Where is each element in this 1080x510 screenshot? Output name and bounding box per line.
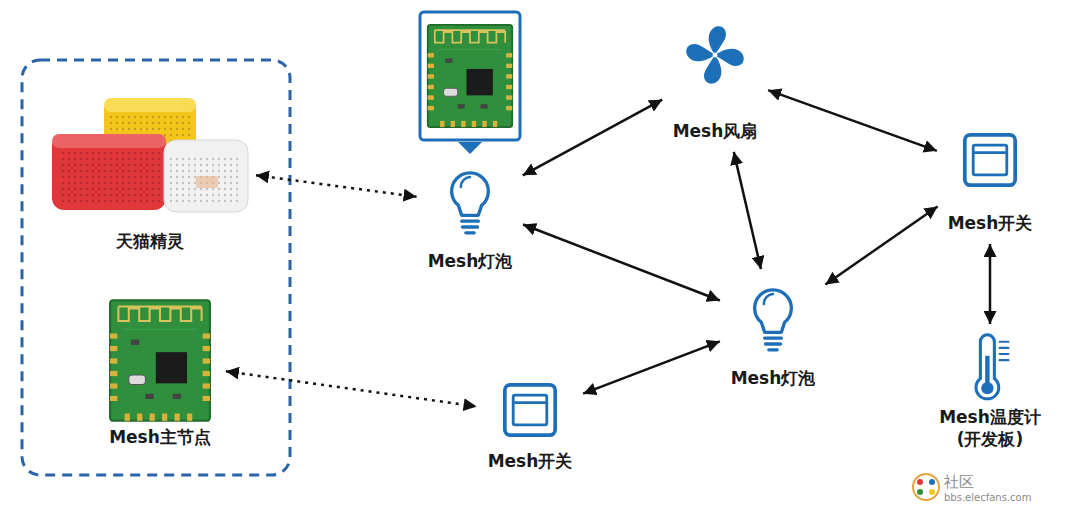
bulb-node: Mesh灯泡	[726, 275, 821, 393]
node-label: Mesh温度计 (开发板)	[931, 406, 1049, 450]
connector	[583, 341, 720, 393]
pcb-module	[110, 300, 210, 421]
node-label: 天猫精灵	[50, 230, 250, 252]
connector	[226, 371, 477, 406]
connector	[989, 244, 992, 324]
node-label: Mesh主节点	[100, 426, 220, 448]
switch-icon	[505, 385, 555, 435]
connector	[734, 152, 761, 269]
node-label: Mesh开关	[483, 450, 578, 472]
node-label: Mesh风扇	[668, 120, 763, 142]
switch-node: Mesh开关	[943, 128, 1038, 238]
gateway-node: Mesh主节点	[100, 298, 220, 452]
pcb-callout	[420, 12, 520, 154]
switch-node: Mesh开关	[483, 378, 578, 476]
bulb-icon	[755, 290, 792, 350]
smart-speakers	[52, 98, 248, 212]
thermometer-node: Mesh温度计 (开发板)	[931, 330, 1049, 454]
node-label: Mesh灯泡	[726, 367, 821, 389]
watermark-logo	[913, 474, 939, 500]
connector	[768, 90, 937, 151]
fan-icon	[686, 26, 743, 83]
watermark-url: bbs.elecfans.com	[944, 492, 1031, 503]
watermark-text: 社区	[944, 473, 974, 492]
speaker-node: 天猫精灵	[50, 92, 250, 256]
connector	[256, 175, 417, 197]
group-frame	[22, 60, 290, 475]
bulb-node: Mesh灯泡	[423, 158, 518, 276]
switch-icon	[965, 135, 1015, 185]
fan-node: Mesh风扇	[668, 22, 763, 146]
node-label: Mesh开关	[943, 212, 1038, 234]
connector	[523, 225, 720, 301]
connector	[825, 206, 937, 284]
node-label: Mesh灯泡	[423, 250, 518, 272]
thermometer-icon	[976, 335, 1008, 399]
connector	[523, 100, 662, 176]
bulb-icon	[452, 173, 489, 233]
